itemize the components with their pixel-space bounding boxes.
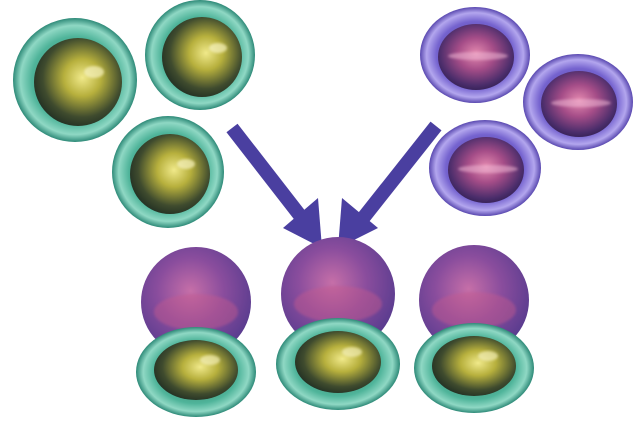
green-cells-group <box>13 0 255 228</box>
green-cell <box>112 116 224 228</box>
arrow-left <box>232 128 322 248</box>
arrows-group <box>232 126 436 248</box>
combined-pair <box>136 247 256 417</box>
green-cell <box>145 0 255 110</box>
purple-cell <box>523 54 633 150</box>
green-cell <box>13 18 137 142</box>
combined-pairs-group <box>136 237 534 417</box>
purple-cell <box>429 120 541 216</box>
combined-pair <box>414 245 534 413</box>
purple-cells-group <box>420 7 633 216</box>
arrow-right <box>338 126 436 248</box>
combined-pair <box>276 237 400 410</box>
purple-cell <box>420 7 530 103</box>
